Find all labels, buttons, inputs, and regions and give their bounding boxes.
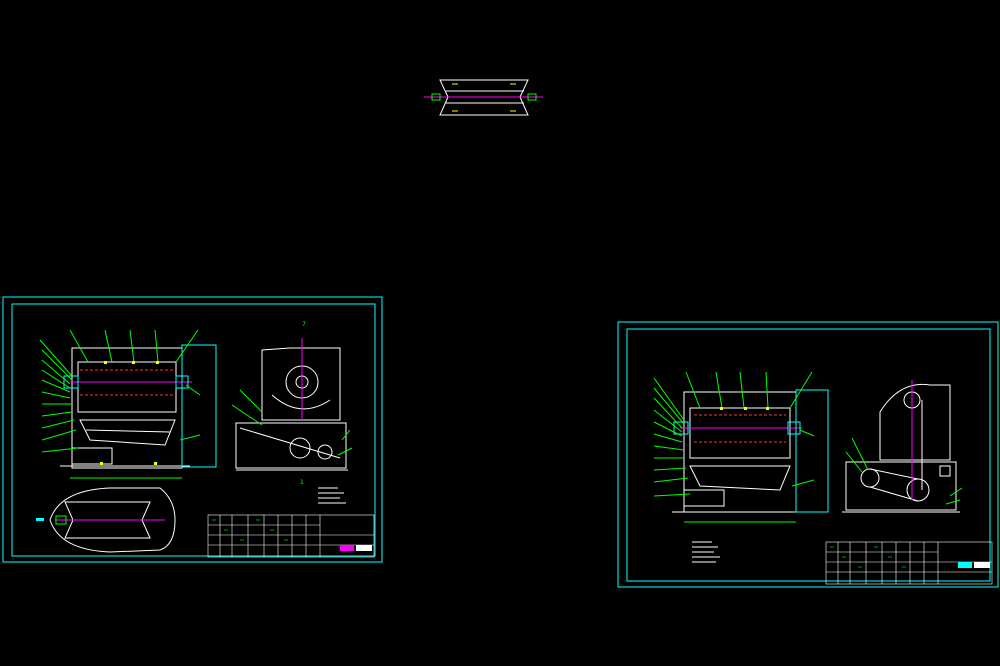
pulley-icon-right: [860, 468, 880, 488]
front-view-left: [39, 329, 217, 479]
sheet-left-inner-frame: [11, 303, 376, 557]
sheet-left-outer-frame: [2, 296, 383, 563]
top-rotor-detail: [424, 79, 543, 116]
pulley-icon: [289, 437, 311, 459]
label-lower-left: 1: [300, 479, 304, 486]
title-block-right: [825, 541, 993, 585]
technical-notes-left: [318, 487, 346, 504]
sheet-right-outer-frame: [617, 321, 999, 588]
sheet-right-inner-frame: [626, 328, 991, 582]
side-view-left: [231, 338, 353, 471]
rotor-detail-icon: [36, 487, 176, 553]
title-block-left: [207, 514, 375, 558]
label-upper-left: 7: [302, 321, 306, 328]
side-view-right: [842, 380, 963, 513]
front-view-right: [653, 371, 829, 523]
sheet-left: 7 1: [2, 296, 383, 563]
sheet-right: [617, 321, 999, 588]
technical-notes-right: [692, 541, 720, 563]
